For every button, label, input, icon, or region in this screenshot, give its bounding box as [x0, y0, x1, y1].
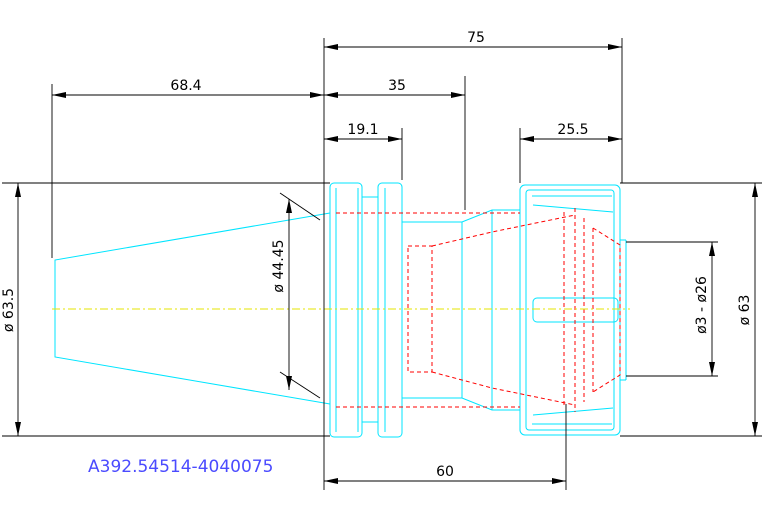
clamp-nut — [519, 184, 621, 436]
dim-taper-diameter: ø 44.45 — [271, 239, 287, 292]
dim-gauge-to-nut: 60 — [436, 464, 454, 480]
flange-ring — [377, 182, 403, 438]
flange — [329, 182, 363, 438]
part-number: A392.54514-4040075 — [88, 457, 273, 477]
dim-overall-length: 75 — [467, 30, 485, 46]
dim-flange-diameter: ø 63.5 — [1, 288, 17, 332]
part-outline — [54, 182, 627, 438]
dim-taper-length: 68.4 — [170, 78, 201, 94]
dim-flange-width: 19.1 — [347, 122, 378, 138]
dim-flange-to-groove: 35 — [388, 78, 406, 94]
hidden-lines — [336, 208, 621, 412]
dimension-lines — [2, 38, 762, 490]
dim-clamp-range: ø3 - ø26 — [694, 276, 710, 334]
dim-nut-diameter: ø 63 — [737, 295, 753, 326]
dim-nut-length: 25.5 — [557, 122, 588, 138]
